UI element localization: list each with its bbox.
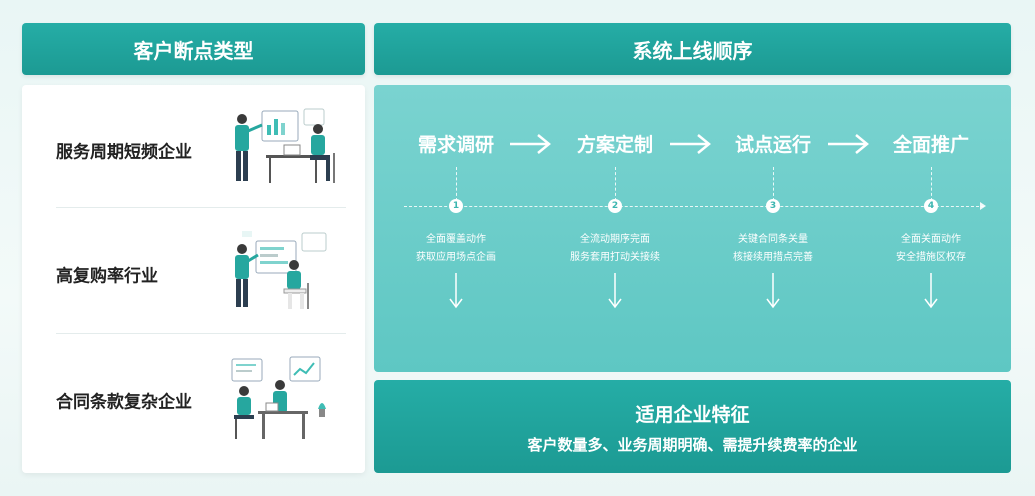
step-desc-4: 全面关面动作 安全措施区权存 [861,231,1001,267]
feature-description: 客户数量多、业务周期明确、需提升续费率的企业 [527,436,858,454]
step-title-4: 全面推广 [892,134,969,156]
step-connector [931,167,932,201]
customer-breakpoint-title: 客户断点类型 [133,38,254,63]
feature-title: 适用企业特征 [635,404,750,426]
customer-type-row-3: 合同条款复杂企业 [22,339,365,461]
step-desc-line: 获取应用场点企画 [416,252,496,263]
step-node-4: 4 [924,199,938,213]
system-launch-header: 系统上线顺序 [374,23,1011,75]
launch-flow-panel: 需求调研 方案定制 试点运行 全面推广 1 2 3 4 全面覆盖动作 获取应用场… [374,85,1011,372]
customer-type-row-1: 服务周期短频企业 [22,89,365,211]
two-people-office-icon [235,108,335,183]
step-node-3: 3 [766,199,780,213]
step-desc-line: 安全措施区权存 [896,252,966,263]
step-desc-2: 全流动期序完面 服务套用打动关接续 [545,231,685,267]
down-arrow-icon [449,273,463,309]
customer-type-label: 合同条款复杂企业 [56,392,192,413]
step-title-2: 方案定制 [576,134,653,156]
right-arrow-icon [510,134,551,154]
down-arrow-icon [924,273,938,309]
step-connector [615,167,616,201]
step-title-1: 需求调研 [417,134,494,156]
customer-type-label: 服务周期短频企业 [56,142,192,163]
row-divider [56,207,346,208]
row-divider [56,333,346,334]
step-title-3: 试点运行 [734,134,811,156]
step-desc-line: 核接续用措点完善 [733,252,813,263]
step-desc-line: 全面关面动作 [901,234,961,245]
customer-type-panel: 服务周期短频企业 高复购率行业 [22,85,365,473]
down-arrow-icon [608,273,622,309]
down-arrow-icon [766,273,780,309]
step-desc-line: 关键合同条关量 [738,234,808,245]
step-desc-line: 全面覆盖动作 [426,234,486,245]
right-arrow-icon [670,134,711,154]
customer-type-row-2: 高复购率行业 [22,213,365,335]
step-desc-line: 服务套用打动关接续 [570,252,660,263]
step-node-2: 2 [608,199,622,213]
presentation-meeting-icon [235,231,327,309]
step-connector [773,167,774,201]
system-launch-title: 系统上线顺序 [632,38,753,63]
desk-meeting-icon [231,356,326,439]
step-connector [456,167,457,201]
timeline-arrow-icon [980,202,986,210]
customer-type-label: 高复购率行业 [56,266,158,287]
step-node-1: 1 [449,199,463,213]
right-arrow-icon [828,134,869,154]
timeline-line [404,206,984,207]
step-desc-line: 全流动期序完面 [580,234,650,245]
step-desc-1: 全面覆盖动作 获取应用场点企画 [386,231,526,267]
applicable-enterprise-panel: 适用企业特征 客户数量多、业务周期明确、需提升续费率的企业 [374,380,1011,473]
customer-breakpoint-header: 客户断点类型 [22,23,365,75]
step-desc-3: 关键合同条关量 核接续用措点完善 [703,231,843,267]
